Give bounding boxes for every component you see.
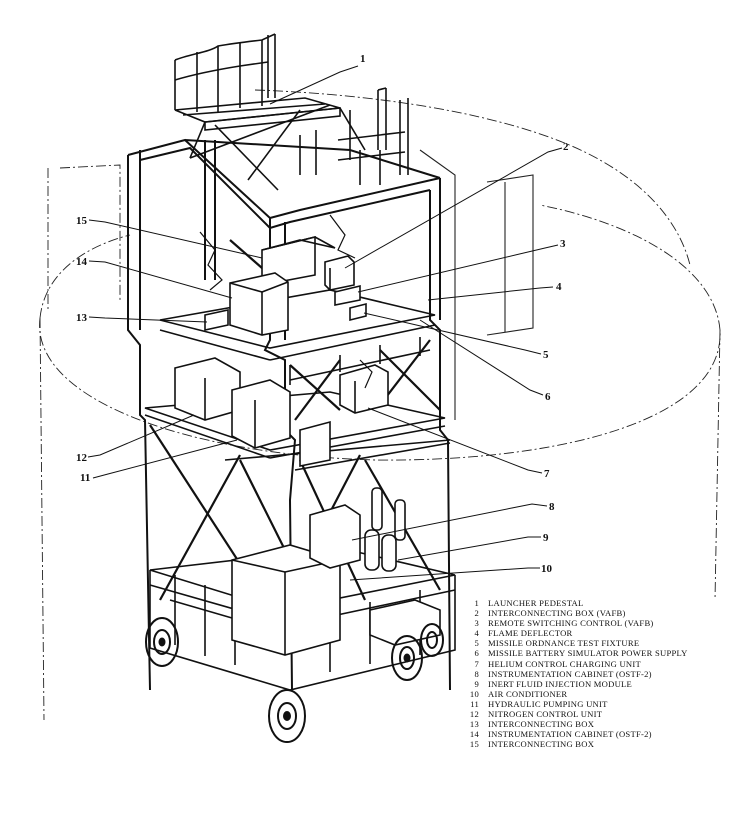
silo-outline	[39, 89, 721, 721]
legend-item: 5 MISSILE ORDNANCE TEST FIXTURE	[466, 638, 728, 648]
legend-number: 13	[469, 719, 479, 730]
callout-4: 4	[556, 281, 562, 293]
wheel-rear	[420, 623, 444, 657]
legend-item: 11 HYDRAULIC PUMPING UNIT	[466, 699, 728, 709]
callout-15: 15	[76, 215, 88, 227]
callout-5: 5	[543, 349, 549, 361]
legend-label: HELIUM CONTROL CHARGING UNIT	[488, 658, 642, 669]
callout-1: 1	[360, 53, 366, 65]
wheel-front-left	[145, 617, 179, 667]
legend-label: MISSILE ORDNANCE TEST FIXTURE	[488, 638, 640, 649]
legend-item: 14 INSTRUMENTATION CABINET (OSTF-2)	[466, 729, 728, 739]
legend-label: INTERCONNECTING BOX	[488, 739, 595, 750]
legend-item: 8 INSTRUMENTATION CABINET (OSTF-2)	[466, 669, 728, 679]
parts-legend: 1 LAUNCHER PEDESTAL 2 INTERCONNECTING BOX …	[466, 598, 728, 749]
wheel-assemblies	[145, 617, 444, 743]
callout-3: 3	[560, 238, 566, 250]
bracing	[149, 239, 441, 611]
legend-item: 3 REMOTE SWITCHING CONTROL (VAFB)	[466, 618, 728, 628]
callout-12: 12	[76, 452, 88, 464]
legend-number: 7	[474, 658, 479, 669]
legend-item: 6 MISSILE BATTERY SIMULATOR POWER SUPPLY	[466, 648, 728, 658]
legend-label: INTERCONNECTING BOX (VAFB)	[488, 608, 626, 619]
legend-label: HYDRAULIC PUMPING UNIT	[488, 698, 608, 709]
legend-label: INSTRUMENTATION CABINET (OSTF-2)	[488, 668, 652, 679]
legend-number: 9	[474, 678, 479, 689]
legend-item: 9 INERT FLUID INJECTION MODULE	[466, 679, 728, 689]
callout-14: 14	[76, 256, 88, 268]
legend-label: NITROGEN CONTROL UNIT	[488, 709, 603, 720]
legend-item: 7 HELIUM CONTROL CHARGING UNIT	[466, 659, 728, 669]
equipment	[174, 235, 441, 656]
callout-6: 6	[545, 391, 551, 403]
wheel-right	[391, 635, 423, 681]
legend-label: INERT FLUID INJECTION MODULE	[488, 678, 633, 689]
cutaway-edges	[199, 214, 373, 389]
legend-number: 5	[474, 638, 479, 649]
legend-label: FLAME DEFLECTOR	[488, 628, 573, 639]
callout-8: 8	[549, 501, 555, 513]
legend-number: 10	[469, 688, 479, 699]
launcher-pedestal	[174, 33, 366, 191]
legend-number: 4	[474, 628, 479, 639]
legend-label: INSTRUMENTATION CABINET (OSTF-2)	[488, 729, 652, 740]
legend-number: 11	[470, 698, 479, 709]
legend-item: 2 INTERCONNECTING BOX (VAFB)	[466, 608, 728, 618]
legend-item: 15 INTERCONNECTING BOX	[466, 739, 728, 749]
legend-number: 6	[474, 648, 479, 659]
legend-item: 1 LAUNCHER PEDESTAL	[466, 598, 728, 608]
wheel-front-center	[268, 689, 306, 743]
legend-item: 4 FLAME DEFLECTOR	[466, 628, 728, 638]
upper-railing	[299, 87, 409, 185]
legend-label: MISSILE BATTERY SIMULATOR POWER SUPPLY	[488, 648, 688, 659]
legend-number: 3	[474, 618, 479, 629]
background-wall	[419, 149, 534, 420]
legend-number: 12	[469, 709, 479, 720]
tower-frame	[127, 138, 451, 691]
legend-number: 2	[474, 608, 479, 619]
leader-lines	[87, 65, 563, 581]
callout-9: 9	[543, 532, 549, 544]
callout-7: 7	[544, 468, 550, 480]
legend-number: 15	[469, 739, 479, 750]
legend-label: AIR CONDITIONER	[488, 688, 568, 699]
legend-label: REMOTE SWITCHING CONTROL (VAFB)	[488, 618, 654, 629]
legend-number: 1	[474, 598, 479, 608]
callout-11: 11	[80, 472, 90, 484]
callout-13: 13	[76, 312, 88, 324]
legend-label: INTERCONNECTING BOX	[488, 719, 595, 730]
legend-item: 13 INTERCONNECTING BOX	[466, 719, 728, 729]
callout-10: 10	[541, 563, 553, 575]
legend-label: LAUNCHER PEDESTAL	[488, 598, 584, 608]
legend-item: 10 AIR CONDITIONER	[466, 689, 728, 699]
legend-number: 8	[474, 668, 479, 679]
legend-number: 14	[469, 729, 479, 740]
legend-item: 12 NITROGEN CONTROL UNIT	[466, 709, 728, 719]
callout-2: 2	[563, 141, 569, 153]
callouts: 1 2 3 4 5 6 7 8 9 10 11 12 13 14 15	[76, 53, 569, 575]
